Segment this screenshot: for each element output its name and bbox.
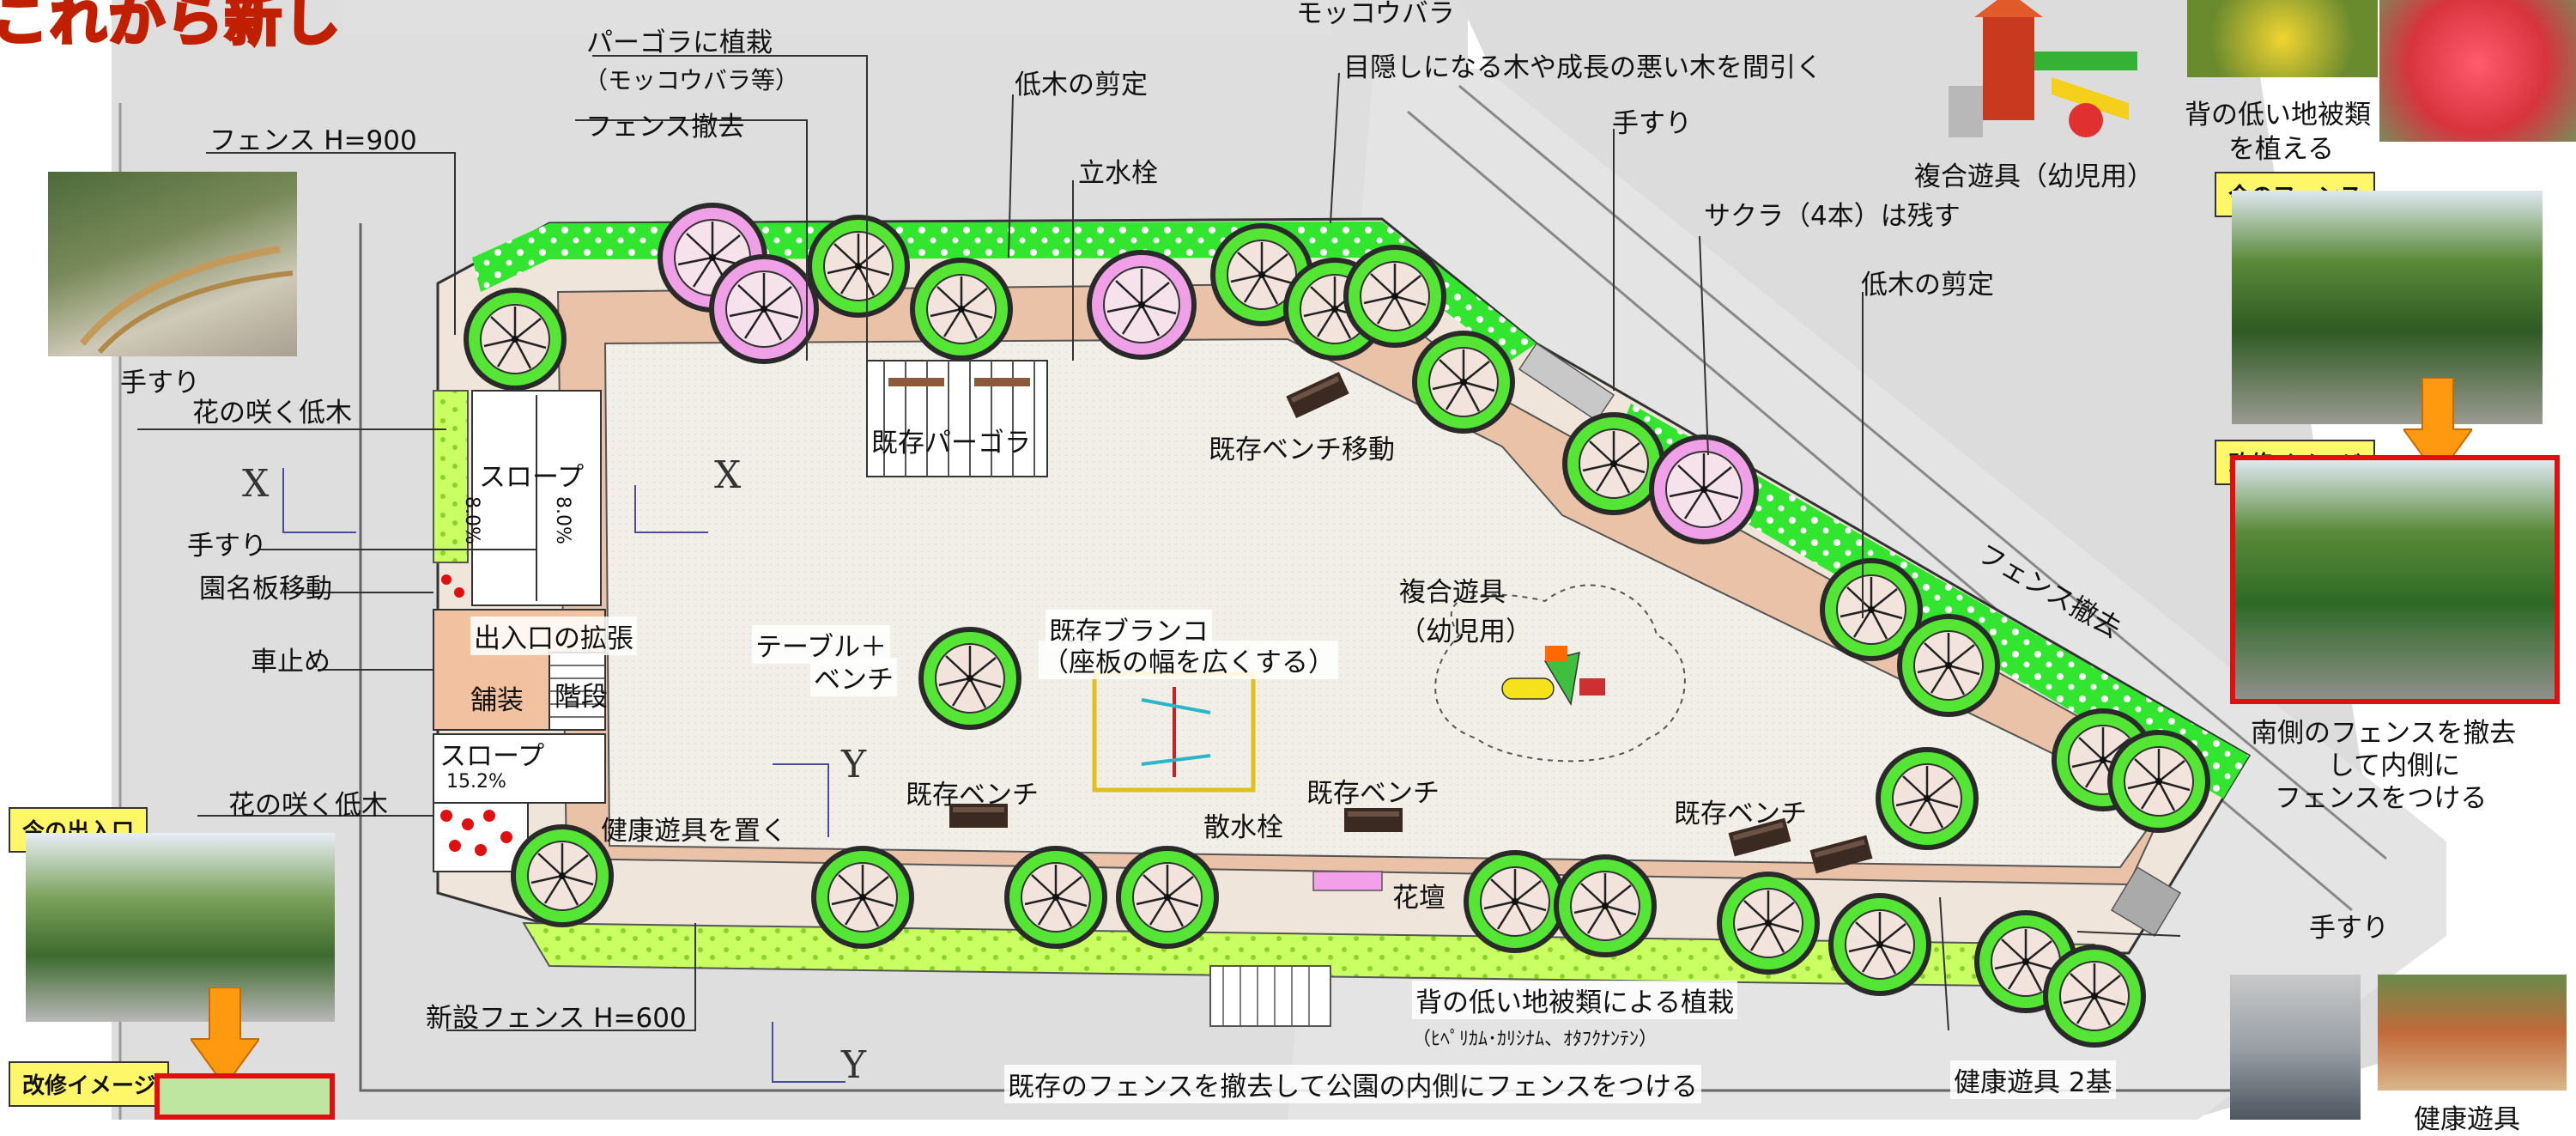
label-playset-2: （幼児用）: [1399, 617, 1532, 647]
label-handrail-top: 手すり: [1612, 108, 1692, 139]
label-groundcover-note: （ﾋﾍﾟﾘｶﾑ･ｶﾘｼﾅﾑ、ｵﾀﾌｸﾅﾝﾃﾝ）: [1412, 1029, 1658, 1050]
label-slope-pct-b: 8.0%: [552, 496, 573, 544]
tree-canopy-icon: [1874, 745, 1980, 852]
label-pergola-planting: パーゴラに植栽: [586, 27, 773, 58]
label-bench-b: 既存ベンチ: [1306, 778, 1440, 809]
caption-playset: 複合遊具（幼児用）: [1914, 161, 2154, 192]
tree-canopy-icon: [805, 213, 912, 319]
section-marker-y-top: Y: [841, 743, 867, 787]
label-sakura: サクラ（4本）は残す: [1704, 201, 1961, 232]
badge-renovation-image-left: 改修イメージ: [9, 1061, 170, 1107]
cherry-tree-icon: [1085, 248, 1198, 361]
label-bollard: 車止め: [251, 647, 330, 677]
tree-canopy-icon: [908, 256, 1015, 362]
photo-handrail: [48, 172, 297, 356]
tree-canopy-icon: [1342, 243, 1448, 349]
section-marker-x-right: X: [714, 453, 742, 497]
caption-south-fence-1: 南側のフェンスを撤去: [2251, 718, 2517, 749]
label-groundcover-planting: 背の低い地被類による植栽: [1412, 981, 1738, 1019]
label-flower-shrub-top: 花の咲く低木: [192, 398, 352, 428]
caption-health-equipment: 健康遊具: [2414, 1104, 2520, 1135]
tree-canopy-icon: [2106, 728, 2212, 835]
label-health-equipment: 健康遊具を置く: [601, 816, 787, 847]
photo-health-equipment-1: [2230, 975, 2361, 1120]
label-bench-c: 既存ベンチ: [1674, 799, 1807, 829]
playset-icon: [1501, 646, 1605, 707]
orange-down-arrow-icon: [2403, 378, 2472, 478]
label-sprinkler: 散水栓: [1203, 812, 1283, 843]
caption-groundcover-2: を植える: [2228, 134, 2335, 165]
tree-canopy-icon: [509, 823, 615, 929]
tree-canopy-icon: [1895, 612, 2002, 719]
label-pruning-top: 低木の剪定: [1015, 70, 1148, 100]
tree-canopy-icon: [2041, 943, 2148, 1049]
handrail-photo-icon: [79, 246, 294, 354]
label-slope-pct-a: 8.0%: [461, 496, 482, 544]
tree-canopy-icon: [917, 625, 1023, 732]
label-table-bench-2: ベンチ: [810, 658, 897, 696]
label-existing-bench-move: 既存ベンチ移動: [1209, 434, 1395, 465]
cherry-tree-icon: [1647, 433, 1761, 546]
label-slope-bottom-pct: 15.2%: [446, 771, 506, 793]
cherry-tree-icon: [707, 252, 821, 366]
bench-icon: [1344, 808, 1403, 832]
tree-canopy-icon: [1552, 853, 1658, 959]
label-fence-inside-bottom: 既存のフェンスを撤去して公園の内側にフェンスをつける: [1004, 1065, 1701, 1103]
caption-south-fence-3: フェンスをつける: [2275, 783, 2488, 814]
label-existing-pergola: 既存パーゴラ: [871, 428, 1031, 459]
photo-renovation-fence: [2230, 455, 2560, 704]
label-new-fence: 新設フェンス H=600: [426, 1003, 687, 1034]
tree-canopy-icon: [1003, 844, 1109, 951]
section-marker-y-bottom: Y: [841, 1043, 867, 1087]
tree-canopy-icon: [1462, 848, 1568, 955]
tree-canopy-icon: [462, 286, 568, 392]
photo-groundcover-red: [2379, 0, 2576, 142]
orange-down-arrow-icon: [191, 987, 259, 1088]
tree-canopy-icon: [809, 844, 916, 951]
label-flowerbed: 花壇: [1392, 883, 1446, 914]
label-handrail-mid: 手すり: [187, 531, 267, 562]
tree-canopy-icon: [1827, 891, 1933, 998]
photo-renovation-entrance: [155, 1073, 335, 1120]
photo-current-entrance: [26, 833, 335, 1022]
caption-south-fence-2: して内側に: [2328, 750, 2461, 781]
label-thinning: 目隠しになる木や成長の悪い木を間引く: [1343, 52, 1822, 83]
tree-canopy-icon: [1114, 844, 1221, 951]
photo-groundcover-yellow: [2187, 0, 2378, 77]
label-slope-top: スロープ: [479, 462, 585, 493]
tree-canopy-icon: [1410, 329, 1517, 435]
photo-health-equipment-2: [2378, 975, 2567, 1090]
label-stairs: 階段: [555, 682, 608, 713]
tree-canopy-icon: [1715, 870, 1821, 976]
label-fence-h900: フェンス H=900: [209, 125, 417, 156]
playset-photo-icon: [1949, 0, 2137, 137]
label-pruning-right: 低木の剪定: [1861, 270, 1994, 301]
label-park-sign-move: 園名板移動: [199, 574, 332, 604]
label-mokkoubara: モッコウバラ: [1296, 0, 1455, 29]
label-entrance-widen: 出入口の拡張: [470, 617, 637, 655]
section-marker-x-left: X: [242, 462, 270, 506]
label-health-equipment-2: 健康遊具 2基: [1950, 1060, 2116, 1099]
label-playset-1: 複合遊具: [1399, 577, 1506, 608]
caption-groundcover-1: 背の低い地被類: [2185, 100, 2371, 131]
label-slope-bottom: スロープ: [439, 741, 545, 772]
photo-current-fence: [2232, 191, 2543, 424]
label-fence-removal-top: フェンス撤去: [585, 112, 745, 143]
label-bench-a: 既存ベンチ: [906, 780, 1039, 811]
label-handrail-left: 手すり: [120, 368, 200, 398]
label-standpipe: 立水栓: [1078, 158, 1158, 189]
label-swing-2: （座板の幅を広くする）: [1039, 641, 1338, 679]
page-title: これから新し: [0, 0, 342, 55]
label-handrail-right: 手すり: [2309, 913, 2389, 944]
label-paving: 舗装: [470, 685, 524, 716]
label-pergola-planting-note: （モッコウバラ等）: [584, 66, 799, 94]
tree-canopy-icon: [1561, 410, 1667, 517]
label-flower-shrub-bottom: 花の咲く低木: [228, 790, 388, 821]
